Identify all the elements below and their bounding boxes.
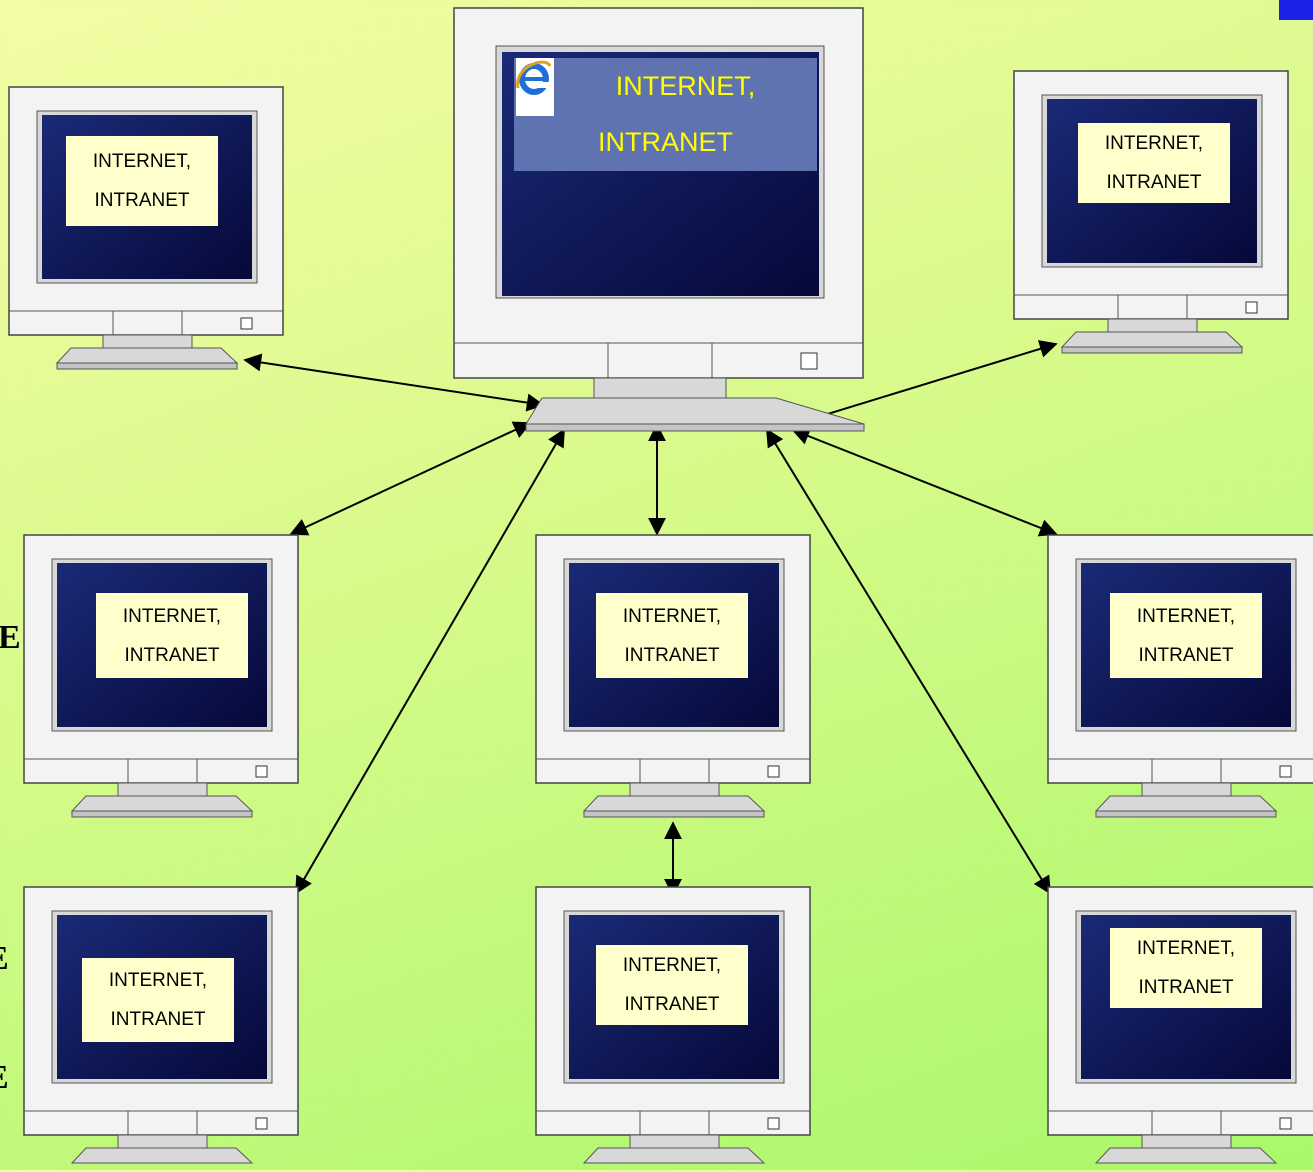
- client-label-line1: INTERNET,: [108, 970, 208, 991]
- internet-explorer-icon: [516, 58, 554, 116]
- client-monitor-mid-left: INTERNET, INTRANET: [23, 534, 299, 820]
- arrow-server-to-midleft: [289, 421, 532, 536]
- client-label: INTERNET, INTRANET: [82, 958, 234, 1042]
- corner-marker: [1279, 0, 1313, 20]
- client-monitor-mid-center: INTERNET, INTRANET: [535, 534, 811, 820]
- client-monitor-top-right: INTERNET, INTRANET: [1013, 70, 1289, 355]
- client-label-line1: INTERNET,: [622, 605, 722, 627]
- client-monitor-mid-right: INTERNET, INTRANET: [1047, 534, 1313, 820]
- side-letter: E: [0, 1059, 9, 1097]
- client-monitor-bottom-left: INTERNET, INTRANET: [23, 886, 299, 1172]
- client-monitor-bottom-center: INTERNET, INTRANET: [535, 886, 811, 1172]
- client-label-line2: INTRANET: [124, 644, 220, 666]
- side-letter: E: [0, 619, 21, 656]
- client-monitor-top-left: INTERNET, INTRANET: [8, 86, 284, 370]
- client-label: INTERNET, INTRANET: [1110, 593, 1262, 678]
- client-label-line1: INTERNET,: [1136, 605, 1236, 627]
- client-label-line1: INTERNET,: [622, 955, 722, 976]
- client-label: INTERNET, INTRANET: [596, 593, 748, 678]
- client-label-line2: INTRANET: [624, 994, 720, 1015]
- client-label-line1: INTERNET,: [92, 151, 192, 172]
- client-label: INTERNET, INTRANET: [1110, 928, 1262, 1008]
- client-label-line2: INTRANET: [1106, 172, 1202, 193]
- client-label-line2: INTRANET: [110, 1009, 206, 1030]
- arrow-server-to-topleft: [243, 353, 545, 412]
- arrow-server-to-botright: [766, 428, 1051, 895]
- side-letter: E: [0, 940, 9, 978]
- arrow-server-to-botleft: [295, 428, 565, 895]
- server-monitor: INTERNET, INTRANET: [453, 7, 865, 433]
- client-label: INTERNET, INTRANET: [1078, 123, 1230, 203]
- client-label-line2: INTRANET: [624, 644, 720, 666]
- client-label-line1: INTERNET,: [122, 605, 222, 627]
- arrow-server-to-midright: [791, 427, 1058, 537]
- client-label: INTERNET, INTRANET: [96, 593, 248, 678]
- server-screen-label: INTERNET, INTRANET: [514, 58, 817, 171]
- client-label: INTERNET, INTRANET: [66, 136, 218, 226]
- server-label-line1: INTERNET,: [615, 71, 756, 101]
- client-monitor-bottom-right: INTERNET, INTRANET: [1047, 886, 1313, 1172]
- client-label-line1: INTERNET,: [1136, 938, 1236, 959]
- client-label-line2: INTRANET: [1138, 977, 1234, 998]
- client-label: INTERNET, INTRANET: [596, 945, 748, 1025]
- client-label-line2: INTRANET: [94, 190, 190, 211]
- server-label-line2: INTRANET: [598, 127, 733, 157]
- client-label-line2: INTRANET: [1138, 644, 1234, 666]
- client-label-line1: INTERNET,: [1104, 133, 1204, 154]
